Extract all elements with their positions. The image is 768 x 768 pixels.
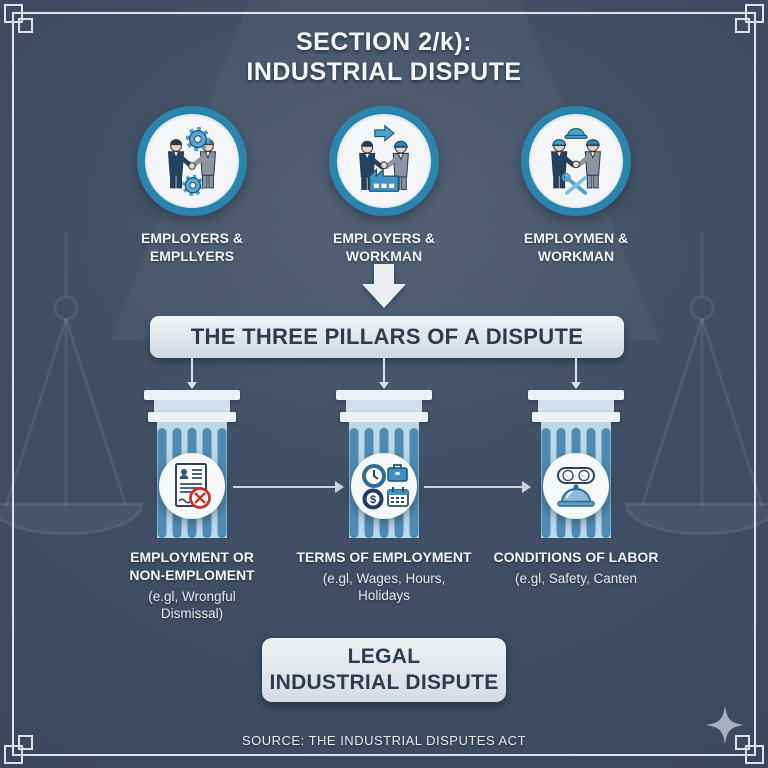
workmen-tools-handshake-icon	[551, 128, 601, 195]
prohibited-icon	[189, 487, 211, 509]
pillar-capital	[148, 412, 236, 422]
result-line-2: INDUSTRIAL DISPUTE	[269, 671, 499, 694]
pillar-employment	[96, 390, 288, 538]
pillar-capital	[346, 400, 422, 412]
handshake-icon	[188, 162, 196, 170]
connector-line	[383, 358, 385, 382]
title-line-2: INDUSTRIAL DISPUTE	[246, 58, 522, 86]
gear-icon	[182, 174, 204, 197]
sparkle-star-icon	[706, 706, 744, 744]
party-label: EMPLOYMEN & WORKMAN	[523, 230, 629, 264]
party-circle	[137, 106, 247, 216]
employer-workman-factory-icon	[359, 124, 409, 192]
factory-icon	[369, 167, 399, 192]
pillar-capital	[154, 400, 230, 412]
pillar-terms: $	[288, 390, 480, 538]
svg-text:$: $	[370, 494, 376, 506]
canteen-cloche-icon	[557, 484, 595, 507]
connector-line	[191, 358, 193, 382]
connector-line	[233, 486, 335, 488]
pillar-capital	[528, 390, 624, 400]
emblem-circle: $	[351, 453, 417, 519]
party-workmen-workman: EMPLOYMEN & WORKMAN	[480, 106, 672, 265]
rejected-document-icon	[175, 463, 211, 509]
connector-arrowhead	[571, 382, 581, 389]
banner-label: THE THREE PILLARS OF A DISPUTE	[190, 324, 584, 349]
gear-icon	[185, 126, 211, 152]
party-employers-workman: EMPLOYERS & WORKMAN	[288, 106, 480, 265]
party-circle	[521, 106, 631, 216]
connector-line	[424, 486, 522, 488]
pillar-label-employment: EMPLOYMENT OR NON-EMPLOMENT (e.gl, Wrong…	[129, 549, 255, 621]
pillar-label-terms: TERMS OF EMPLOYMENT (e.gl, Wages, Hours,…	[296, 549, 472, 603]
party-label: EMPLOYERS & EMPLLYERS	[141, 230, 243, 264]
party-label: EMPLOYERS & WORKMAN	[333, 230, 435, 264]
dollar-coin-icon: $	[362, 488, 384, 510]
pillar-capital	[532, 412, 620, 422]
party-circle	[329, 106, 439, 216]
hard-hat-icon	[393, 140, 408, 148]
arrow-right-icon	[374, 124, 395, 142]
emblem-circle	[543, 453, 609, 519]
connector-arrowhead	[522, 481, 531, 493]
down-arrow-icon	[362, 264, 406, 308]
safety-goggles-icon	[557, 467, 595, 484]
connector-arrowhead	[335, 481, 344, 493]
pillar-capital	[340, 412, 428, 422]
source-caption: SOURCE: THE INDUSTRIAL DISPUTES ACT	[241, 733, 527, 748]
handshake-icon	[380, 161, 388, 170]
title-line-1: SECTION 2/k):	[296, 28, 472, 56]
hard-hat-icon	[564, 128, 588, 139]
hard-hat-icon	[585, 139, 600, 146]
clock-money-calendar-icon: $	[362, 464, 409, 510]
handshake-icon	[572, 160, 580, 169]
pillar-conditions	[480, 390, 672, 538]
calendar-icon	[387, 487, 409, 507]
pillar-capital	[336, 390, 432, 400]
party-employers-employers: EMPLOYERS & EMPLLYERS	[96, 106, 288, 265]
connector-arrowhead	[379, 382, 389, 389]
emblem-circle	[159, 453, 225, 519]
employers-gears-handshake-icon	[167, 126, 217, 197]
page-title: SECTION 2/k): INDUSTRIAL DISPUTE	[0, 27, 768, 87]
connector-arrowhead	[187, 382, 197, 389]
result-box: LEGAL INDUSTRIAL DISPUTE	[262, 638, 506, 702]
pillar-label-conditions: CONDITIONS OF LABOR (e.gl, Safety, Cante…	[493, 549, 659, 586]
connector-line	[575, 358, 577, 382]
briefcase-icon	[387, 464, 408, 482]
result-line-1: LEGAL	[347, 645, 421, 668]
pillar-capital	[538, 400, 614, 412]
clock-icon	[362, 464, 386, 488]
banner-three-pillars: THE THREE PILLARS OF A DISPUTE	[150, 316, 624, 358]
goggles-cloche-icon	[557, 467, 595, 507]
hard-hat-icon	[552, 139, 567, 146]
crossed-tools-icon	[561, 172, 588, 195]
pillar-capital	[144, 390, 240, 400]
